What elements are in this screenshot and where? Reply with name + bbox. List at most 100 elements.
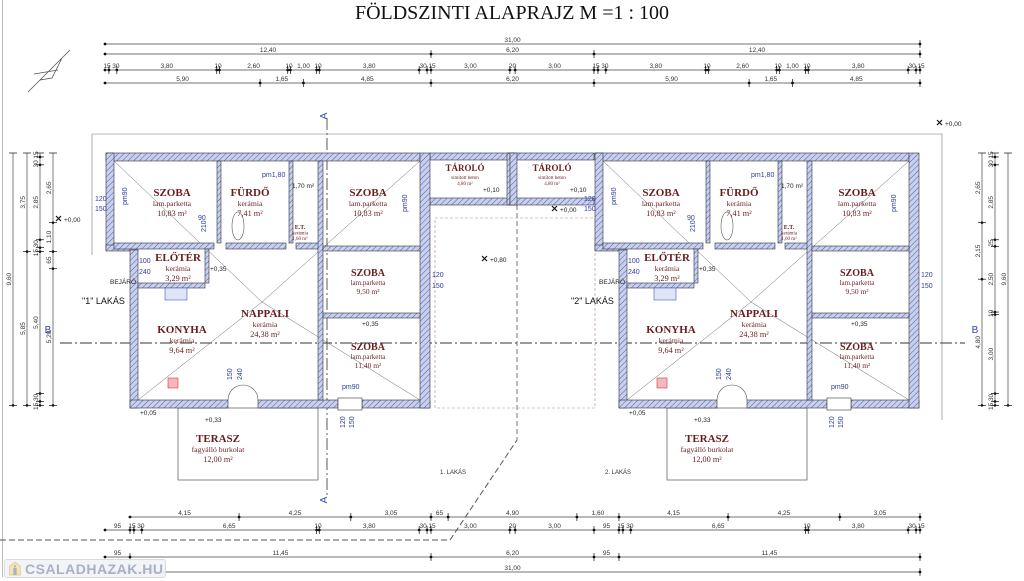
roof-hip-line (137, 301, 421, 401)
plan-annotation: +0,35 (210, 266, 227, 273)
wall (225, 242, 287, 250)
dimension-tick (993, 245, 997, 248)
dimension-label: 3,75 (20, 196, 27, 209)
dimension-label: 3,00 (548, 523, 561, 530)
dimension-label: 9,60 (6, 272, 13, 285)
plan-annotation: 150 (432, 283, 444, 290)
dimension-tick (103, 81, 107, 85)
house-logo-icon (9, 561, 21, 576)
wall (216, 160, 222, 244)
entrance-door-icon (716, 384, 748, 401)
dimension-label: 4,25 (289, 510, 302, 517)
wall (137, 282, 206, 289)
wall (317, 160, 324, 401)
plan-annotation: pm90 (342, 384, 360, 391)
elevation-label: +0,00 (64, 217, 81, 224)
room-name: TERASZ (196, 433, 240, 445)
room-finish: fagyálló burkolat (192, 445, 246, 454)
plan-annotation: 120 (921, 272, 933, 279)
dimension-label: 10 (314, 523, 322, 530)
elevation-marker-icon (551, 205, 558, 212)
plan-annotation: +0,33 (205, 417, 222, 424)
dimension-label: 3,00 (988, 347, 995, 360)
dimension-label: 4,15 (178, 510, 191, 517)
dimension-label: 20 (509, 523, 517, 530)
dimension-tick (980, 221, 984, 224)
dimension-label: 11,45 (273, 550, 289, 557)
dimension-tick (993, 155, 997, 159)
bathtub-icon (720, 211, 734, 241)
plan-annotation: +0,35 (362, 321, 379, 328)
dimension-label: 15 (103, 63, 111, 70)
dimension-label: 3,80 (649, 63, 662, 70)
window-icon (826, 397, 852, 411)
dimension-label: 5,90 (176, 76, 189, 83)
plan-annotation: pm90 (402, 194, 409, 212)
dimension-label: 4,15 (667, 510, 680, 517)
dimension-label: 1,10 (46, 230, 53, 243)
dimension-label: 5,40 (33, 316, 40, 329)
roof-hip-line (626, 301, 910, 401)
dimension-label: 95 (603, 523, 611, 530)
dimension-label: 10 (314, 63, 322, 70)
wall (784, 242, 810, 250)
dimension-label: 15 (592, 63, 600, 70)
room-finish: lam.parketta (153, 199, 192, 208)
room-area: 7,41 m² (237, 209, 263, 218)
terrace-outline (666, 407, 808, 481)
room-name: SZOBA (642, 187, 679, 199)
dimension-tick (38, 392, 42, 395)
wall (509, 152, 595, 161)
room-name: TÁROLÓ (445, 163, 484, 173)
dimension-label: 10 (214, 63, 222, 70)
page-title: FÖLDSZINTI ALAPRAJZ M =1 : 100 (354, 2, 670, 24)
dimension-label: 5,85 (20, 322, 27, 335)
watermark: CSALADHAZAK.HU (4, 559, 166, 578)
dimension-label: 65 (436, 510, 444, 517)
dimension-label: 10 (774, 63, 782, 70)
wall (594, 152, 604, 251)
dimension-label: 3,80 (363, 63, 376, 70)
plan-annotation: 1,70 m² (292, 183, 315, 190)
dimension-label: 30 (908, 63, 916, 70)
dimension-label: 5,90 (665, 76, 678, 83)
dimension-tick (51, 404, 55, 407)
dimension-label: 10 (703, 63, 711, 70)
room-area: 12,00 m² (203, 455, 233, 464)
room-name: E.T. (784, 225, 795, 231)
room-finish: lam.parketta (840, 353, 876, 361)
dimension-label: 15 (917, 523, 925, 530)
wall (113, 242, 215, 250)
property-line (0, 439, 518, 541)
room-name: SZOBA (351, 342, 386, 353)
room-finish: fagyálló burkolat (681, 445, 735, 454)
plan-annotation: 150 (349, 416, 356, 428)
dimension-label: 95 (114, 523, 122, 530)
dimension-label: 2,15 (975, 244, 982, 257)
watermark-text: CSALADHAZAK.HU (25, 560, 164, 577)
dimension-label: 2,65 (46, 181, 53, 194)
room-area: 9,64 m² (169, 346, 195, 355)
plan-annotation: +0,05 (629, 410, 646, 417)
elevation-label: +0,00 (945, 121, 962, 128)
plan-annotation: 150 (716, 368, 723, 380)
room-name: TERASZ (685, 433, 729, 445)
dimension-label: 12,40 (260, 47, 277, 54)
room-area: 10,83 m² (646, 209, 676, 218)
dimension-label: 1,60 (592, 510, 605, 517)
dimension-label: 15 (33, 151, 40, 159)
room-finish: kerámia (742, 320, 767, 329)
roof-outline (92, 133, 943, 420)
plan-annotation: 100 (139, 258, 151, 265)
dimension-label: 12,40 (749, 47, 766, 54)
dimension-label: 4,85 (850, 76, 863, 83)
dimension-chain: 9,60 (6, 152, 17, 407)
elevation-label: +0,80 (490, 257, 507, 264)
wall (105, 152, 421, 162)
plan-annotation: 1,70 m² (781, 183, 804, 190)
